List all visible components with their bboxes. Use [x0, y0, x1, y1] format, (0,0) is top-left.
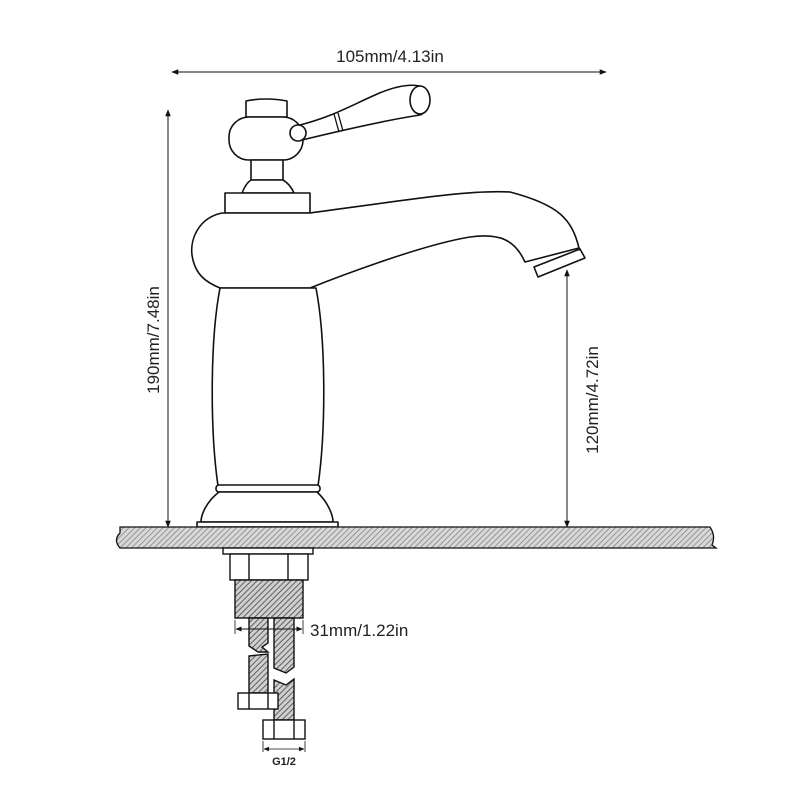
washer	[222, 547, 314, 555]
hose-right-lower	[273, 677, 295, 721]
base-flare	[200, 491, 334, 523]
width-label: 105mm/4.13in	[336, 47, 444, 66]
base-ring	[215, 484, 321, 493]
shank-label: 31mm/1.22in	[310, 621, 408, 640]
spout-height-label: 120mm/4.72in	[583, 346, 602, 454]
column	[211, 287, 325, 487]
lever-handle	[295, 84, 430, 141]
hose-left-upper	[248, 617, 270, 653]
total-height-dimension: 190mm/7.48in	[144, 109, 171, 528]
lever-tip	[409, 85, 431, 115]
total-height-label: 190mm/7.48in	[144, 286, 163, 394]
aerator	[533, 248, 586, 278]
hose-nut-right	[262, 719, 306, 740]
thread-dimension: G1/2	[262, 741, 306, 768]
width-dimension: 105mm/4.13in	[171, 47, 607, 75]
mounting-hardware	[222, 547, 314, 740]
thread-label: G1/2	[272, 756, 296, 768]
base-plate	[196, 521, 339, 528]
shank-dimension: 31mm/1.22in	[234, 620, 408, 640]
handle-neck	[250, 159, 284, 181]
threaded-shank	[234, 579, 304, 619]
faucet-body	[190, 84, 586, 528]
hose-nut-left	[237, 692, 279, 710]
spout	[190, 190, 580, 289]
hose-left-lower	[248, 653, 269, 694]
spout-height-dimension: 120mm/4.72in	[564, 269, 602, 528]
mounting-nut	[229, 553, 309, 581]
collar	[224, 192, 311, 214]
countertop	[115, 526, 718, 549]
hose-right-upper	[273, 617, 295, 674]
handle-cap	[245, 98, 288, 118]
